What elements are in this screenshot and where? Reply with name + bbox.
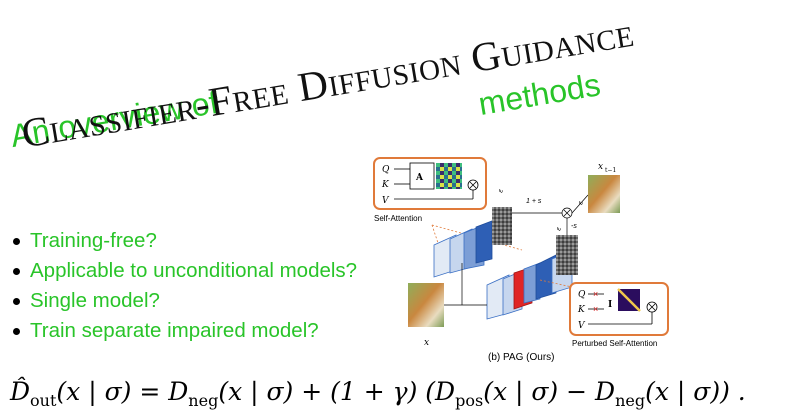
svg-text:K: K <box>577 305 586 315</box>
bullet-item: Single model? <box>10 286 357 316</box>
x-t-label: x <box>424 338 429 348</box>
bullet-item: Applicable to unconditional models? <box>10 256 357 286</box>
cross-icon: × <box>593 289 598 299</box>
pag-diagram: Q K V A Self-Attention ε <box>372 155 672 365</box>
svg-text:V: V <box>578 321 586 331</box>
unet-top <box>433 207 512 278</box>
eps-top: ε <box>497 188 505 194</box>
unet-bottom <box>486 235 578 320</box>
eps-bottom: ε <box>555 226 563 232</box>
cross-icon: × <box>593 304 598 314</box>
identity-label: I <box>608 300 612 310</box>
bullet-item: Train separate impaired model? <box>10 316 357 346</box>
a-label: A <box>415 173 424 183</box>
perturbed-label: Perturbed Self-Attention <box>572 339 657 348</box>
k-label: K <box>381 180 390 190</box>
bullet-item: Training-free? <box>10 226 357 256</box>
caption: (b) PAG (Ours) <box>488 352 554 363</box>
noise-image-bottom <box>556 235 578 275</box>
perturbed-self-attention-block: Q K V × × I <box>569 282 669 336</box>
q-label: Q <box>382 165 390 175</box>
output-image <box>588 175 620 213</box>
svg-text:Q: Q <box>578 290 586 300</box>
svg-text:t−1: t−1 <box>605 167 616 174</box>
noise-image-top <box>492 207 512 245</box>
x-t1-label: x <box>598 162 603 172</box>
self-attention-label: Self-Attention <box>374 214 422 223</box>
attention-map-icon <box>436 163 462 189</box>
bullet-list: Training-free? Applicable to uncondition… <box>10 226 357 346</box>
self-attention-block: Q K V A Self-Attention <box>373 157 487 223</box>
equation: D̂out(x | σ) = Dneg(x | σ) + (1 + γ) (Dp… <box>10 377 746 410</box>
weight-bottom: -s <box>571 223 577 230</box>
input-image <box>408 283 444 327</box>
v-label: V <box>382 196 390 206</box>
weight-top: 1 + s <box>526 198 542 205</box>
